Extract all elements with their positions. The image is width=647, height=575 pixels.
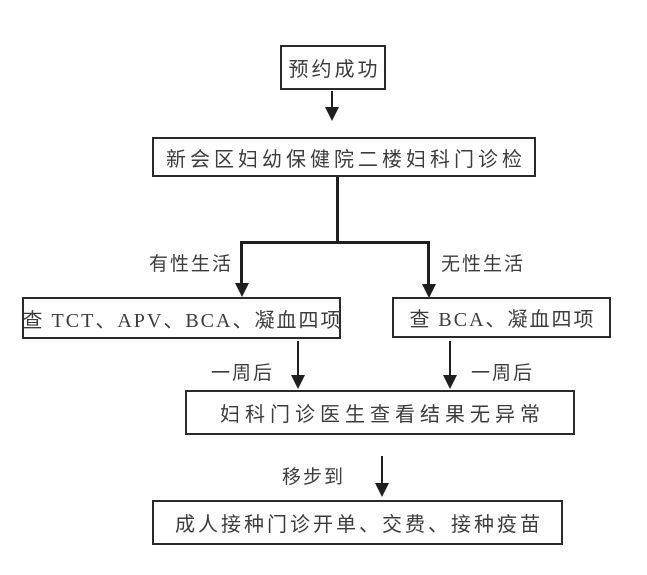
label-sexually-inactive: 无性生活 — [441, 254, 526, 275]
node-appointment-success: 预约成功 — [280, 45, 386, 90]
arrow-branch-right-line — [427, 241, 430, 285]
label-move-to: 移步到 — [282, 467, 346, 488]
node-clinic-check: 新会区妇幼保健院二楼妇科门诊检 — [152, 137, 536, 177]
arrow-right-wait-head — [443, 375, 457, 389]
arrow-right-wait-line — [449, 341, 451, 376]
label-sexually-active: 有性生活 — [149, 254, 234, 275]
node-vaccinate: 成人接种门诊开单、交费、接种疫苗 — [152, 500, 563, 545]
node-check-inactive: 查 BCA、凝血四项 — [392, 297, 611, 338]
arrow-left-wait-line — [297, 341, 299, 376]
arrow-branch-left-line — [240, 241, 243, 284]
arrow-left-wait-head — [291, 375, 305, 389]
node-check-active: 查 TCT、APV、BCA、凝血四项 — [22, 297, 341, 339]
arrow-move-line — [381, 456, 383, 484]
arrow-branch-right-head — [422, 284, 436, 298]
label-one-week-later-left: 一周后 — [211, 363, 275, 384]
branch-horizontal-line — [240, 241, 430, 244]
label-one-week-later-right: 一周后 — [471, 363, 535, 384]
arrow-start-to-clinic-head — [325, 107, 339, 121]
arrow-start-to-clinic-line — [331, 91, 333, 108]
arrow-move-head — [375, 483, 389, 497]
node-review-results: 妇科门诊医生查看结果无异常 — [185, 390, 575, 435]
branch-stem-line — [336, 177, 339, 243]
arrow-branch-left-head — [235, 283, 249, 297]
